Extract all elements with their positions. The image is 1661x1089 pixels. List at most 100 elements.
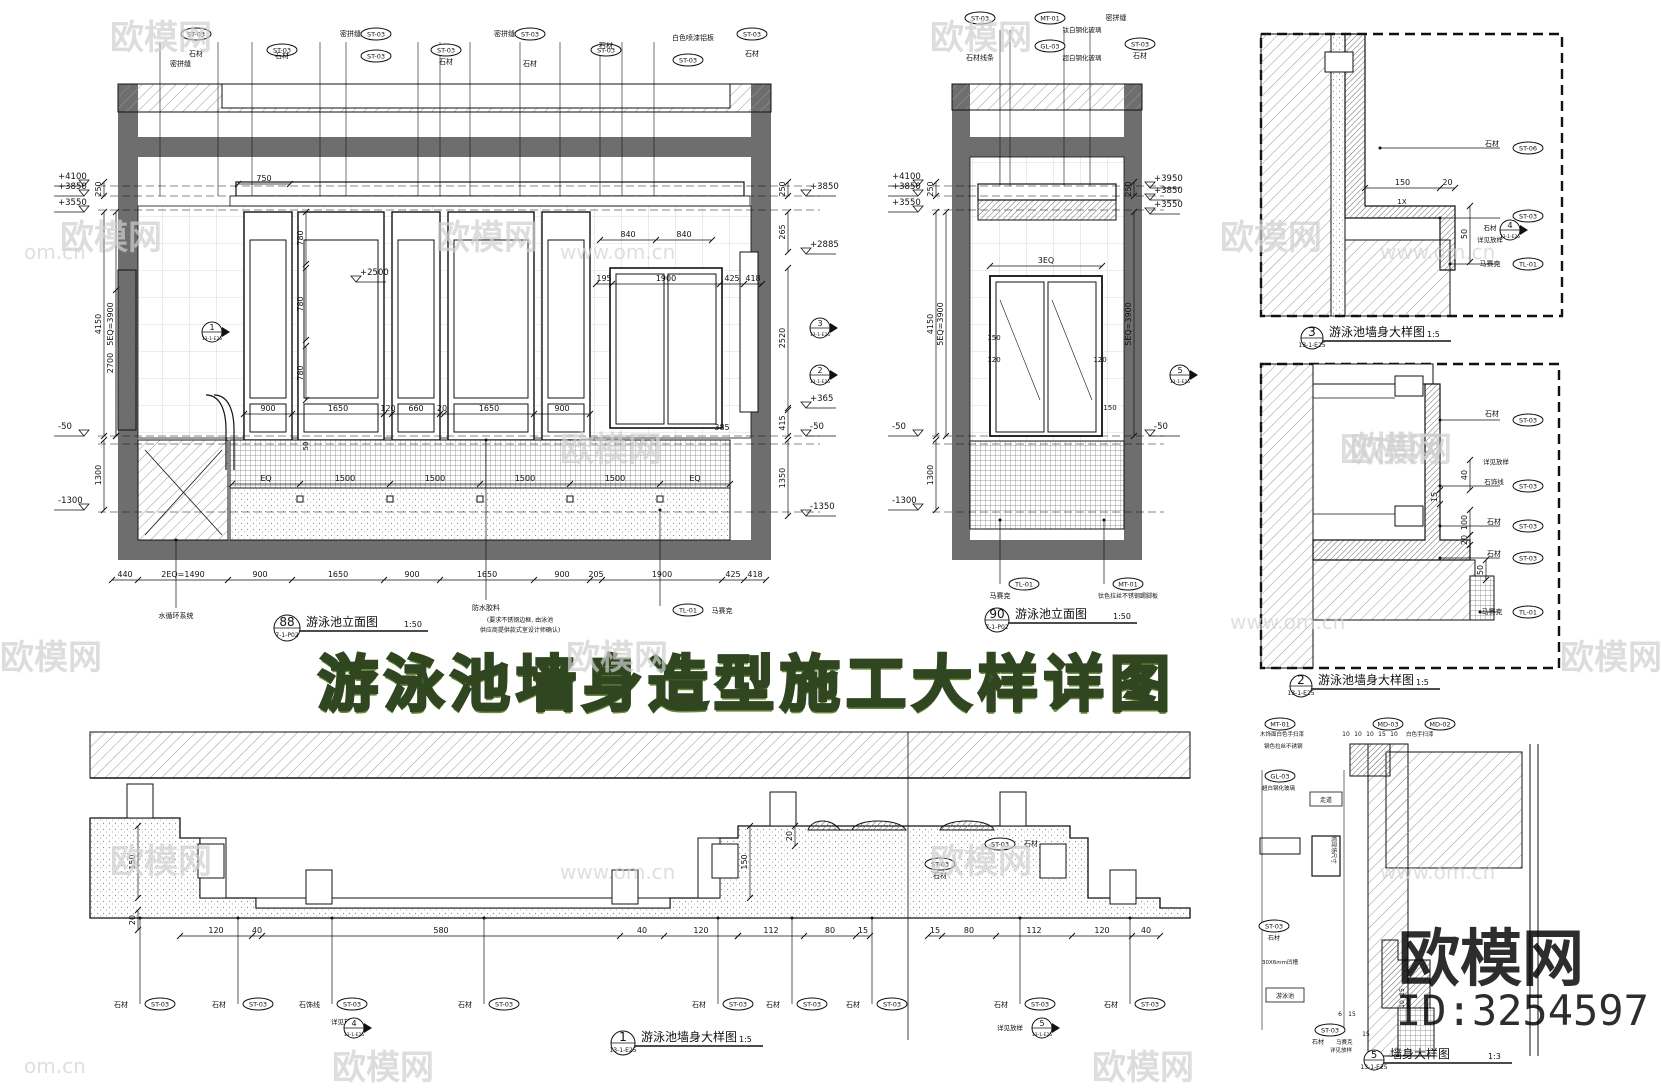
dimension-value: 120 [693, 926, 708, 935]
dimension-tick [942, 208, 950, 216]
watermark-tile: 欧模网 [930, 842, 1032, 882]
dimension-tick [302, 336, 310, 344]
section-mark-number: 4 [351, 1019, 356, 1028]
material-tag-oval [514, 27, 546, 41]
level-value: +4100 [892, 172, 921, 182]
detail5-glass-clamp [1311, 835, 1341, 877]
dimension-value: 1500 [335, 474, 355, 483]
callout-text: 密拼缝 [170, 59, 191, 68]
callout-text: 石材 [523, 59, 537, 68]
dimension-tick [791, 822, 799, 830]
dimension-value: 150 [1395, 178, 1410, 187]
material-tag-oval [1512, 479, 1544, 493]
dimension-tick [234, 180, 242, 188]
dimension-tick [932, 192, 940, 200]
detail1-molding [939, 820, 995, 831]
dimension-tick [596, 236, 604, 244]
level-value: +3850 [810, 182, 839, 192]
material-tag: ST-03 [883, 1001, 901, 1009]
dimension-value: 112 [763, 926, 778, 935]
dimension-value: 4150 [926, 314, 935, 334]
dimension-value: 4150 [94, 314, 103, 334]
section-mark-arrow [830, 323, 838, 333]
dimension-value: 150 [1103, 404, 1116, 412]
dimension-tick [852, 932, 860, 940]
material-tag-oval [266, 43, 298, 57]
section-mark-arrow [830, 370, 838, 380]
drawing-title: 游泳池墙身大样图 [1329, 324, 1425, 339]
dimension-tick [1466, 506, 1474, 514]
dimension-tick [1466, 202, 1474, 210]
watermark-tile: 欧模网 [560, 430, 662, 470]
drawing-scale: 1:3 [1488, 1052, 1501, 1061]
material-tag: ST-03 [367, 31, 385, 39]
callout-text: 白色喷漆铝板 [672, 33, 714, 42]
level-value: +3850 [58, 182, 87, 192]
watermark-tile: 欧模网 [0, 638, 102, 678]
dimension-tick [112, 432, 120, 440]
material-tag: TL-01 [678, 607, 697, 615]
callout-text: 石材 [846, 1000, 860, 1009]
level-mark [78, 179, 90, 187]
material-tag: ST-03 [1031, 1001, 1049, 1009]
material-tag: MT-01 [1270, 721, 1290, 729]
elev88-pump-room [137, 439, 229, 541]
dimension-value: 900 [554, 404, 569, 413]
dimension-tick [100, 432, 108, 440]
callout-text: 石材 [114, 1000, 128, 1009]
detail2-mosaic-edge [1469, 575, 1495, 621]
elev88-pool-inlet [386, 495, 394, 503]
dimension-tick [1361, 184, 1369, 192]
callout-text: 马赛克 [1480, 259, 1501, 268]
dimension-value: 750 [256, 174, 271, 183]
callout-text: 白色手扫漆 [1406, 730, 1434, 738]
callout-text: 石材 [1024, 839, 1038, 848]
dimension-value: 120 [1093, 356, 1106, 364]
elev90-window-leaf [1047, 281, 1097, 433]
callout-text: 石材线条 [966, 53, 994, 62]
detail1-anchor-bracket [999, 791, 1027, 827]
dimension-tick [708, 236, 716, 244]
section-mark-ref: 13-1-E25 [810, 332, 831, 338]
callout-text: (要求不锈钢边框, 由泳池 [487, 616, 553, 624]
dimension-tick [932, 178, 940, 186]
section-mark-number: 4 [1507, 221, 1512, 230]
dimension-tick [100, 178, 108, 186]
dimension-tick [108, 576, 116, 584]
drawing-linework [54, 30, 1564, 1057]
dimension-tick [660, 932, 668, 940]
elev88-pool-inlet [296, 495, 304, 503]
material-tag-oval [1512, 519, 1544, 533]
dimension-value: 20 [1460, 535, 1469, 545]
elev88-panel-base [397, 403, 435, 433]
callout-text: 详见放样 [997, 1023, 1024, 1032]
dimension-tick [762, 576, 770, 584]
dimension-tick [992, 932, 1000, 940]
elev88-ceiling-opening [221, 83, 731, 109]
dimension-tick [791, 842, 799, 850]
section-mark-arrow [1520, 225, 1528, 235]
dimension-value: 205 [588, 570, 603, 579]
material-tag-oval [1512, 257, 1544, 271]
material-tag-oval [876, 997, 908, 1011]
elev88-panel-inner [397, 239, 435, 399]
elev90-ceiling-beam [952, 137, 1142, 157]
section-mark-number: 1 [209, 323, 214, 332]
material-tag: ST-03 [1519, 555, 1537, 563]
detail2-stone-profile [1312, 383, 1471, 561]
leader-dot [236, 916, 240, 920]
leader-dot [1438, 216, 1442, 220]
dimension-value: 1X [1397, 198, 1406, 206]
dimension-tick [1130, 178, 1138, 186]
material-tag-oval [180, 27, 212, 41]
level-mark [800, 247, 812, 255]
detail5-base-stone [1381, 939, 1431, 1009]
dimension-tick [616, 932, 624, 940]
dimension-tick [740, 576, 748, 584]
section-mark-ref: 13-1-E25 [202, 336, 223, 342]
material-tag-oval [488, 997, 520, 1011]
material-tag: ST-03 [1321, 1027, 1339, 1035]
level-value: +2885 [810, 240, 839, 250]
dimension-tick [224, 576, 232, 584]
material-tag-oval [672, 53, 704, 67]
